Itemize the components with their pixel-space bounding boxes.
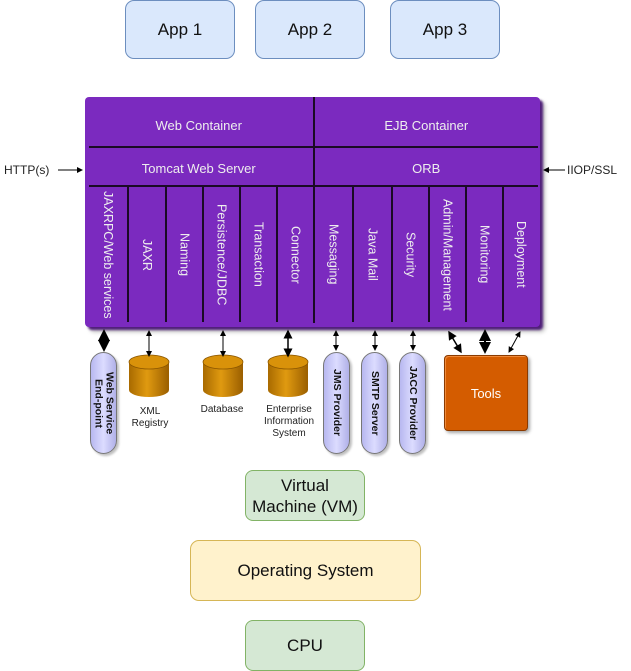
server-row: Tomcat Web Server ORB: [85, 148, 540, 188]
eis-label: Enterprise Information System: [263, 404, 315, 439]
http-label: HTTP(s): [4, 163, 50, 177]
app-1-box: App 1: [125, 0, 235, 59]
smtp-server: SMTP Server: [361, 352, 388, 454]
service-persistence-jdbc: Persistence/JDBC: [204, 187, 239, 322]
operating-system-box: Operating System: [190, 540, 421, 601]
service-security: Security: [393, 187, 428, 322]
service-label: Messaging: [326, 224, 341, 285]
arrow-deployment-tools: [508, 331, 521, 353]
cpu-label: CPU: [287, 636, 323, 655]
app-3-box: App 3: [390, 0, 500, 59]
service-transaction: Transaction: [241, 187, 276, 322]
tomcat-web-server: Tomcat Web Server: [85, 148, 313, 188]
virtual-machine-label: Virtual Machine (VM): [252, 475, 358, 516]
divider: [502, 185, 504, 322]
provider-label: Web Service End-point: [92, 371, 116, 435]
app-1-label: App 1: [157, 19, 203, 39]
provider-label: JACC Provider: [407, 365, 419, 441]
service-label: JAXRPC/Web services: [101, 190, 115, 319]
service-label: Transaction: [251, 222, 266, 287]
divider: [202, 185, 204, 322]
provider-label: JMS Provider: [331, 369, 343, 437]
cpu-box: CPU: [245, 620, 365, 671]
orb: ORB: [313, 148, 541, 188]
tomcat-web-server-label: Tomcat Web Server: [141, 160, 256, 176]
app-2-box: App 2: [255, 0, 365, 59]
arrow-admin-tools: [448, 330, 462, 354]
divider: [465, 185, 467, 322]
service-jaxrpc: JAXRPC/Web services: [89, 187, 127, 322]
ejb-container: EJB Container: [313, 105, 541, 145]
iiop-ssl-label: IIOP/SSL: [567, 163, 618, 177]
service-label: Java Mail: [365, 228, 380, 281]
divider: [239, 185, 241, 322]
database-cylinder-icon: [202, 354, 244, 397]
web-container-label: Web Container: [155, 117, 242, 133]
service-connector: Connector: [278, 187, 313, 322]
jacc-provider: JACC Provider: [399, 352, 426, 454]
app-3-label: App 3: [422, 19, 468, 39]
service-admin-management: Admin/Management: [430, 187, 465, 322]
container-row: Web Container EJB Container: [85, 105, 540, 145]
web-service-endpoint: Web Service End-point: [90, 352, 117, 454]
service-label: Persistence/JDBC: [214, 203, 229, 306]
divider: [352, 185, 354, 322]
service-messaging: Messaging: [315, 187, 352, 322]
service-label: Security: [403, 231, 418, 278]
orb-label: ORB: [412, 160, 441, 176]
app-2-label: App 2: [287, 19, 333, 39]
jms-provider: JMS Provider: [323, 352, 350, 454]
xml-registry-label: XML Registry: [131, 406, 169, 429]
divider: [391, 185, 393, 322]
service-label: Connector: [288, 225, 303, 284]
divider: [313, 97, 315, 323]
service-label: Naming: [177, 232, 192, 277]
database-cylinder-icon: [128, 354, 170, 397]
virtual-machine-box: Virtual Machine (VM): [245, 470, 365, 521]
service-label: Admin/Management: [440, 198, 455, 311]
divider: [127, 185, 129, 322]
operating-system-label: Operating System: [237, 560, 374, 580]
tools-box: Tools: [444, 355, 528, 431]
provider-label: SMTP Server: [369, 370, 381, 436]
service-java-mail: Java Mail: [354, 187, 391, 322]
database-cylinder-icon: [267, 354, 309, 397]
web-container: Web Container: [85, 105, 313, 145]
ejb-container-label: EJB Container: [384, 117, 469, 133]
database-label: Database: [200, 404, 244, 415]
divider: [165, 185, 167, 322]
java-ee-server-block: Web Container EJB Container Tomcat Web S…: [85, 97, 540, 327]
service-naming: Naming: [167, 187, 202, 322]
service-deployment: Deployment: [504, 187, 538, 322]
service-monitoring: Monitoring: [467, 187, 502, 322]
divider: [276, 185, 278, 322]
service-label: JAXR: [140, 238, 154, 271]
tools-label: Tools: [470, 385, 502, 401]
divider: [428, 185, 430, 322]
service-label: Monitoring: [477, 225, 492, 284]
service-jaxr: JAXR: [129, 187, 165, 322]
service-label: Deployment: [514, 221, 528, 288]
